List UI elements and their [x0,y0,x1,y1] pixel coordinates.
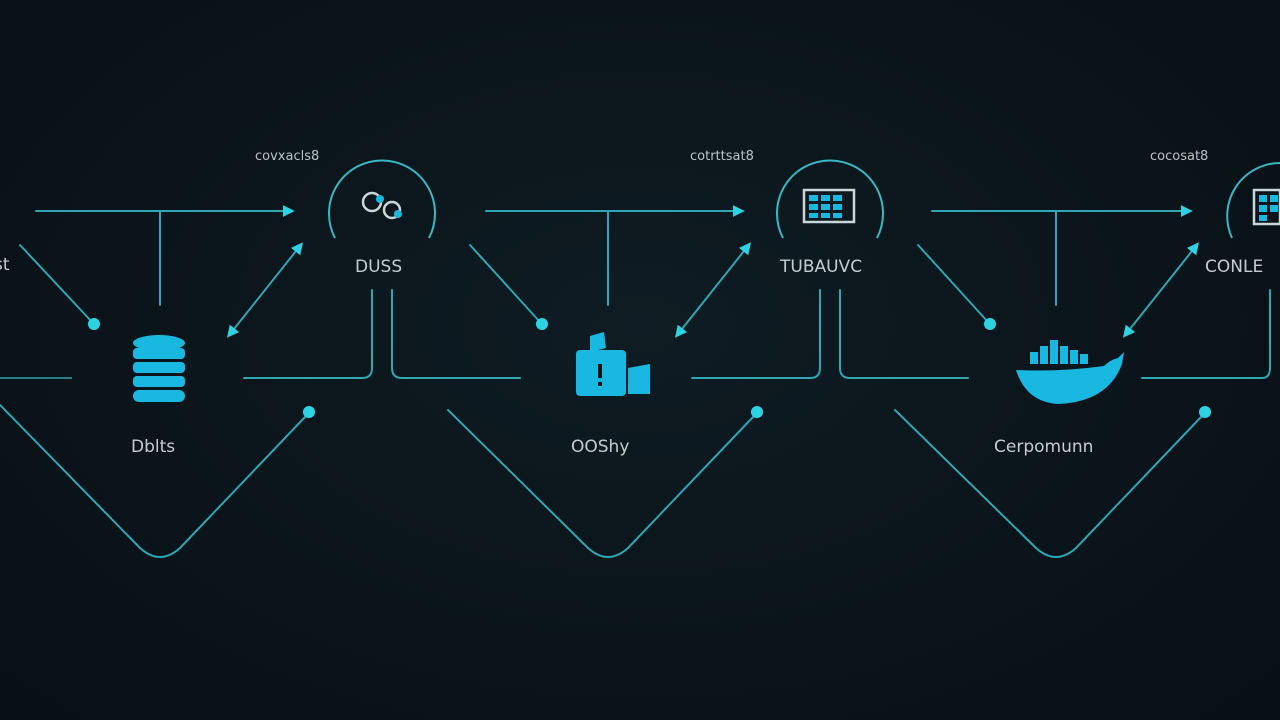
stage-2-mid-right-line [691,289,821,379]
stage-2-node-ring [776,159,884,239]
stage-2-tag: cotrttsat8 [690,149,754,164]
stage-3-output-dot [1199,406,1211,418]
database-icon [133,335,185,402]
stage-3-node-label: CONLE [1205,257,1263,277]
grid-panel-icon [1252,188,1280,226]
stage-3-mid-right-line [1141,289,1271,379]
stage-2-bidirectional-arrow [675,242,751,338]
stage-3-source-label: Cerpomunn [994,437,1093,457]
stage-1: covxacls8 DUSS Dblts [0,149,521,558]
gear-cluster-icon [361,191,402,220]
stage-2: cotrttsat8 TUBAUVC OOShy [447,149,969,558]
stage-3-diagonal-in [917,244,989,323]
stage-2-connector-out [839,289,969,379]
grid-panel-icon [802,188,856,224]
whale-container-icon [1016,340,1124,404]
stage-2-diagonal-in [469,244,541,323]
stage-2-node-label: TUBAUVC [779,257,862,277]
stage-1-v-path [0,404,307,558]
bucket-icon [576,332,650,396]
stage-2-source-label: OOShy [571,437,629,457]
stage-3-node-ring [1226,162,1280,239]
stage-3-v-path [894,409,1203,558]
stage-1-node-ring [328,159,436,239]
stage-1-diagonal-in [19,244,93,323]
stage-1-tag: covxacls8 [255,149,319,164]
stage-1-input-dot [88,318,100,330]
left-edge-label: st [0,255,10,275]
stage-2-input-dot [536,318,548,330]
stage-1-output-dot [303,406,315,418]
stage-1-node-label: DUSS [355,257,402,277]
stage-3: cocosat8 CONLE Cerpomunn [894,149,1280,558]
stage-1-source-label: Dblts [131,437,175,457]
stage-1-connector-out [391,289,521,379]
stage-2-output-dot [751,406,763,418]
stage-2-v-path [447,409,755,558]
stage-3-bidirectional-arrow [1123,242,1199,338]
stage-1-bidirectional-arrow [227,242,303,338]
stage-1-mid-right-line [243,289,373,379]
stage-3-tag: cocosat8 [1150,149,1208,164]
stage-3-input-dot [984,318,996,330]
